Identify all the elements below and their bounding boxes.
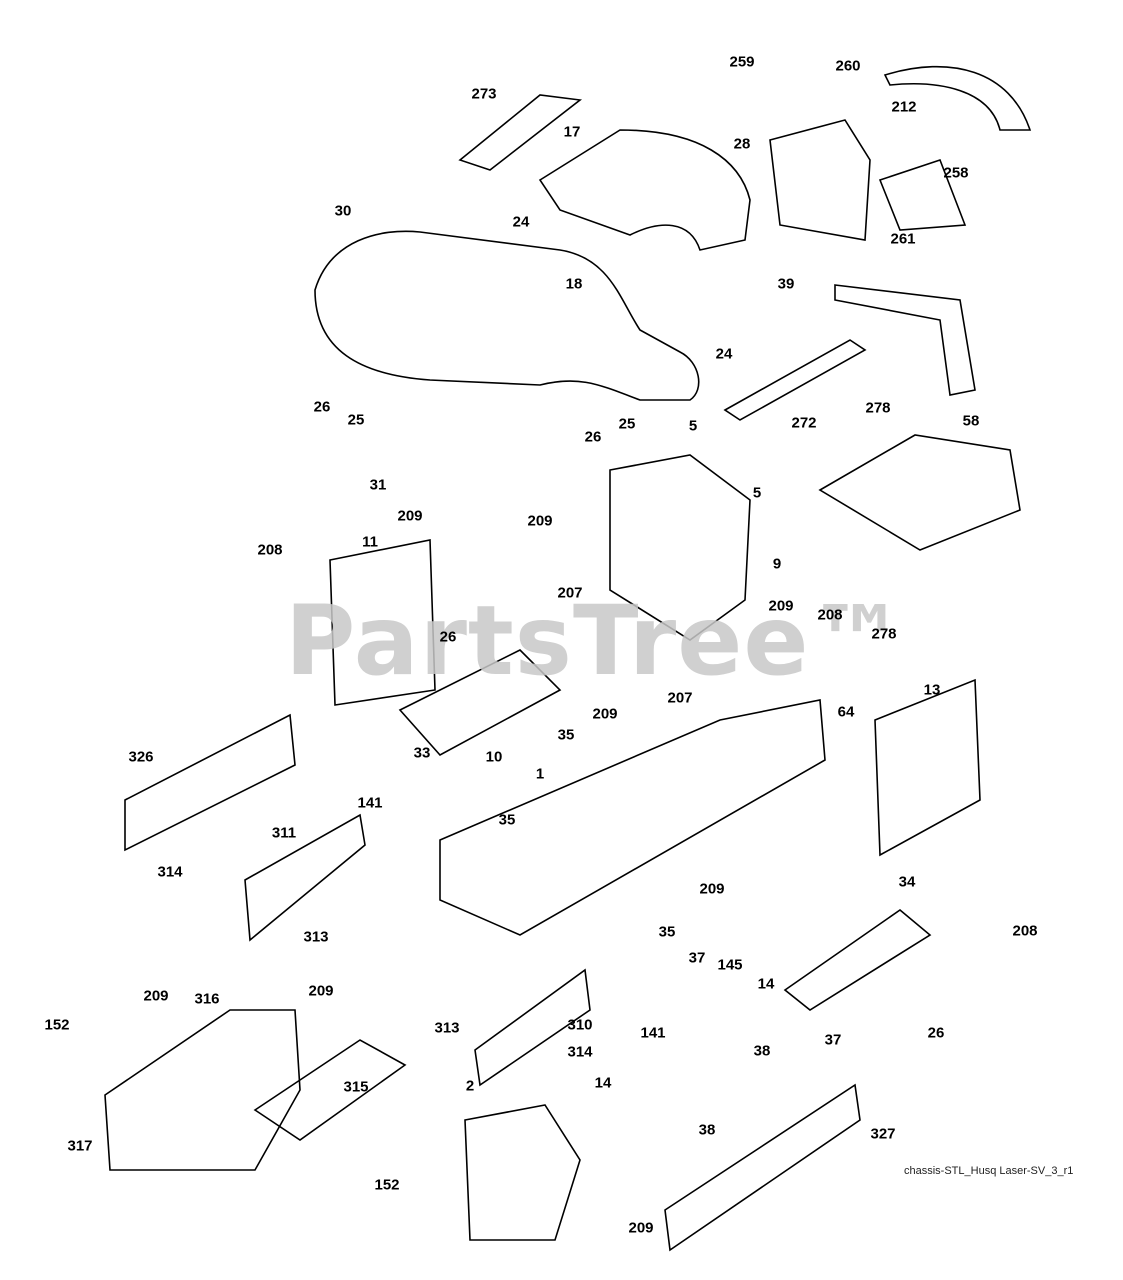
callout-34: 34 [898,873,916,891]
diagram-caption: chassis-STL_Husq Laser-SV_3_r1 [904,1165,1074,1177]
callout-11: 11 [362,533,378,551]
part-33-footrest [398,649,562,757]
callout-152: 152 [44,1016,70,1034]
callout-5: 5 [688,417,698,435]
callout-207: 207 [667,689,693,707]
callout-261: 261 [890,230,916,248]
callout-209: 209 [699,880,725,898]
callout-273: 273 [471,85,497,103]
callout-208: 208 [1012,922,1038,940]
callout-18: 18 [565,275,583,293]
part-11-plate [329,539,436,706]
callout-310: 310 [567,1016,593,1034]
callout-9: 9 [772,555,782,573]
callout-326: 326 [128,748,154,766]
callout-33: 33 [413,744,431,762]
callout-260: 260 [835,57,861,75]
callout-258: 258 [943,164,969,182]
callout-37: 37 [688,949,706,967]
callout-209: 209 [143,987,169,1005]
callout-35: 35 [498,811,516,829]
part-17-hood [538,129,751,251]
callout-64: 64 [837,703,855,721]
part-310-plate [474,968,591,1087]
part-315-shield [253,1039,407,1141]
callout-209: 209 [527,512,553,530]
part-317-tray [104,1009,301,1171]
part-272-grille [723,339,867,421]
callout-141: 141 [640,1024,666,1042]
callout-1: 1 [535,765,545,783]
callout-14: 14 [757,975,775,993]
callout-141: 141 [357,794,383,812]
part-2-panel [464,1104,581,1241]
callout-26: 26 [584,428,602,446]
callout-25: 25 [347,411,365,429]
callout-14: 14 [594,1074,612,1092]
callout-278: 278 [871,625,897,643]
callout-24: 24 [715,345,733,363]
callout-209: 209 [768,597,794,615]
callout-28: 28 [733,135,751,153]
part-9-dash [609,454,751,641]
partstree-watermark: PartsTree™ [285,585,907,697]
part-58-panel [818,434,1021,551]
part-13-plate [874,678,981,857]
callout-314: 314 [157,863,183,881]
part-273-grille [458,94,583,171]
callout-39: 39 [777,275,795,293]
callout-317: 317 [67,1137,93,1155]
callout-17: 17 [563,123,581,141]
part-1-frame [439,699,826,936]
callout-207: 207 [557,584,583,602]
callout-316: 316 [194,990,220,1008]
callout-272: 272 [791,414,817,432]
callout-311: 311 [271,824,297,842]
callout-209: 209 [397,507,423,525]
callout-38: 38 [698,1121,716,1139]
callout-208: 208 [817,606,843,624]
callout-152: 152 [374,1176,400,1194]
callout-212: 212 [891,98,917,116]
callout-315: 315 [343,1078,369,1096]
callout-30: 30 [334,202,352,220]
callout-31: 31 [369,476,387,494]
callout-209: 209 [628,1219,654,1237]
part-34-footrest [783,908,932,1011]
callout-313: 313 [303,928,329,946]
part-327-shield [664,1083,861,1252]
callout-37: 37 [824,1031,842,1049]
part-261-grille [878,158,967,231]
callout-209: 209 [308,982,334,1000]
callout-208: 208 [257,541,283,559]
callout-13: 13 [923,681,941,699]
callout-313: 313 [434,1019,460,1037]
callout-10: 10 [485,748,503,766]
callout-25: 25 [618,415,636,433]
callout-5: 5 [752,484,762,502]
part-30-fender [314,230,700,401]
callout-38: 38 [753,1042,771,1060]
callout-145: 145 [717,956,743,974]
callout-327: 327 [870,1125,896,1143]
callout-278: 278 [865,399,891,417]
part-326-shield [124,713,296,852]
callout-209: 209 [592,705,618,723]
callout-26: 26 [439,628,457,646]
part-311-plate [244,813,366,942]
callout-58: 58 [962,412,980,430]
part-28-housing [769,119,871,241]
callout-259: 259 [729,53,755,71]
callout-35: 35 [658,923,676,941]
callout-26: 26 [927,1024,945,1042]
callout-24: 24 [512,213,530,231]
callout-2: 2 [465,1077,475,1095]
callout-35: 35 [557,726,575,744]
callout-26: 26 [313,398,331,416]
part-39-bracket [834,284,976,396]
callout-314: 314 [567,1043,593,1061]
part-212-trim [883,65,1032,131]
